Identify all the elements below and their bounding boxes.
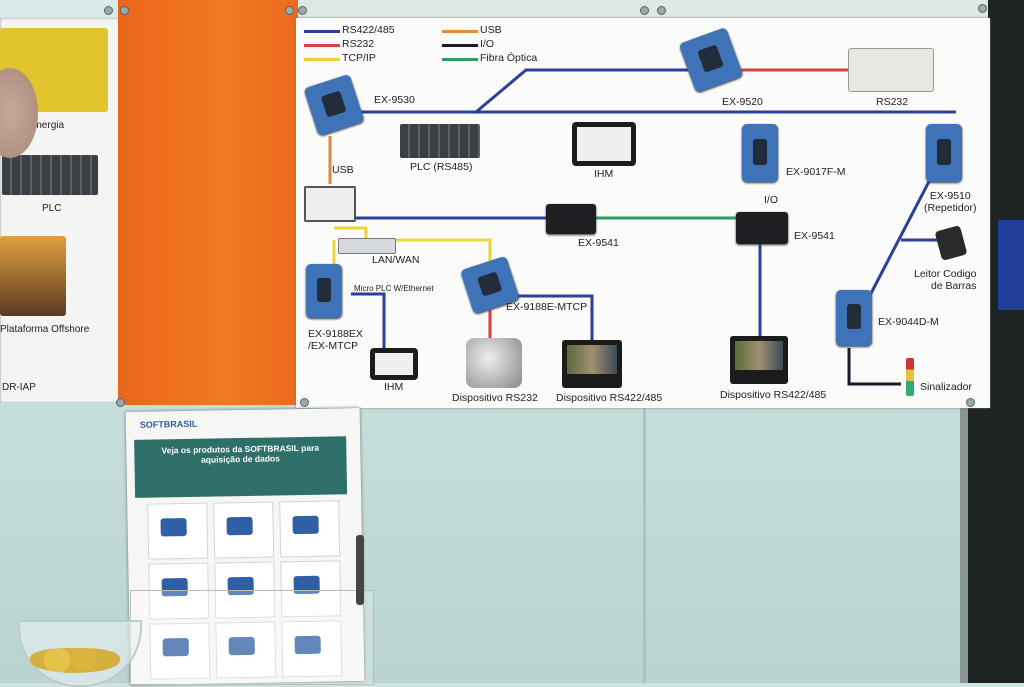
left-label-plc: PLC	[42, 203, 62, 214]
ihm-top-label: IHM	[594, 168, 614, 180]
bolt	[966, 398, 975, 407]
disp-rs422-1-label: Dispositivo RS422/485	[556, 392, 663, 404]
lan-wan-label: LAN/WAN	[372, 254, 420, 266]
micro-plc-label: Micro PLC W/Ethernet	[354, 284, 434, 293]
rs422-device-2	[730, 336, 788, 384]
acrylic-holder	[130, 590, 374, 685]
ex9510-label: EX-9510 (Repetidor)	[924, 190, 977, 214]
ex9541-left-label: EX-9541	[578, 237, 619, 249]
ex9188ex-label: EX-9188EX /EX-MTCP	[308, 328, 363, 352]
bolt	[640, 6, 649, 15]
rs232-generator	[848, 48, 934, 92]
usb-label: USB	[332, 164, 354, 176]
legend-tcpip: TCP/IP	[342, 52, 376, 64]
disp-rs232-label: Dispositivo RS232	[452, 392, 538, 404]
legend-line-usb	[442, 30, 478, 33]
connection-lines	[328, 68, 956, 386]
bolt	[285, 6, 294, 15]
ex9044-label: EX-9044D-M	[878, 316, 939, 328]
io-label: I/O	[764, 194, 779, 206]
peanuts	[30, 648, 120, 673]
disp-rs422-2-label: Dispositivo RS422/485	[720, 389, 827, 401]
line-rs485-ex9188e	[506, 294, 594, 340]
lan-switch	[338, 238, 396, 254]
glass-seam	[643, 395, 646, 683]
blue-object-right	[998, 220, 1024, 310]
bolt	[978, 4, 987, 13]
signal-tower	[906, 358, 914, 396]
rs232-generator-label: RS232	[876, 96, 909, 108]
sinalizador-label: Sinalizador	[920, 381, 972, 393]
line-io-sinal	[847, 348, 901, 386]
bolt	[116, 398, 125, 407]
left-label-offshore: Plataforma Offshore	[0, 324, 90, 335]
left-label-dr-iap: DR-IAP	[2, 382, 36, 393]
legend-usb: USB	[480, 24, 502, 36]
flyer-product	[147, 502, 209, 560]
bolt	[657, 6, 666, 15]
ex9188ex-module	[306, 264, 342, 318]
ex9530-label: EX-9530	[374, 94, 415, 106]
line-rs485-right-diag	[864, 167, 938, 304]
rs422-device-1	[562, 340, 622, 388]
legend-line-io	[442, 44, 478, 47]
legend-line-rs485	[304, 30, 340, 33]
ex9017-module	[742, 124, 778, 182]
pen	[356, 535, 364, 605]
plc-rs485-label: PLC (RS485)	[410, 161, 473, 173]
network-diagram-board: RS422/485 RS232 TCP/IP USB I/O Fibra Ópt…	[296, 18, 990, 408]
ex9520-label: EX-9520	[722, 96, 763, 108]
bolt	[120, 6, 129, 15]
flyer-product	[213, 501, 275, 559]
offshore-image	[0, 236, 66, 316]
legend-rs232: RS232	[342, 38, 375, 50]
legend-line-tcpip	[304, 58, 340, 61]
leitor-label: Leitor Codigo de Barras	[914, 268, 977, 292]
flyer-product	[279, 500, 341, 558]
legend-io: I/O	[480, 38, 495, 50]
flyer-brand: SOFTBRASIL	[139, 418, 198, 430]
ex9510-module	[926, 124, 962, 182]
line-rs485-ex9188	[351, 292, 386, 348]
ex9541-right-module	[736, 212, 788, 244]
plc-image	[2, 155, 98, 195]
legend-line-fibra	[442, 58, 478, 61]
legend-fibra: Fibra Óptica	[480, 52, 538, 64]
flyer-header: Veja os produtos da SOFTBRASIL para aqui…	[134, 436, 348, 498]
ex9188e-label: EX-9188E-MTCP	[506, 301, 588, 313]
ex9044-module	[836, 290, 872, 346]
ex9017-label: EX-9017F-M	[786, 166, 846, 178]
line-rs485-diag	[475, 68, 726, 114]
ex9541-left-module	[546, 204, 596, 234]
computer-monitor	[304, 186, 356, 222]
bolt	[298, 6, 307, 15]
ihm-bottom-label: IHM	[384, 381, 404, 393]
legend-rs485: RS422/485	[342, 24, 395, 36]
flyer-headline: Veja os produtos da SOFTBRASIL para aqui…	[161, 442, 320, 465]
legend-line-rs232	[304, 44, 340, 47]
rs232-device	[466, 338, 522, 388]
bolt	[300, 398, 309, 407]
ihm-bottom-panel	[370, 348, 418, 380]
plc-rs485-module	[400, 124, 480, 158]
orange-panel	[118, 0, 298, 405]
ex9541-right-label: EX-9541	[794, 230, 835, 242]
bolt	[104, 6, 113, 15]
ihm-top-panel	[572, 122, 636, 166]
